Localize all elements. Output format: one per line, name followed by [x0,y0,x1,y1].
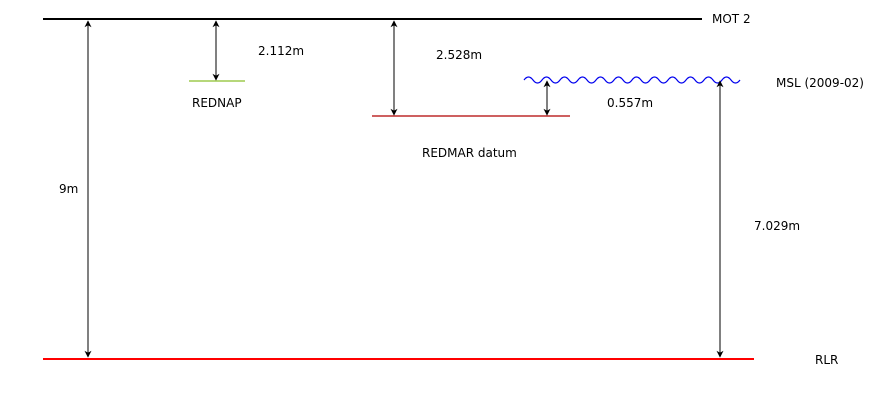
mot2-label: MOT 2 [712,12,751,26]
rednap-label: REDNAP [192,96,242,110]
mot2-to-redmar-label: 2.528m [436,48,482,62]
mot2-to-rednap-label: 2.112m [258,44,304,58]
redmar-to-msl-label: 0.557m [607,96,653,110]
mot2-to-rlr-label: 9m [59,182,78,196]
rlr-label: RLR [815,353,838,367]
rlr-to-msl-label: 7.029m [754,219,800,233]
msl-label: MSL (2009-02) [776,76,864,90]
msl-wave [523,76,741,84]
redmar-label: REDMAR datum [422,146,517,160]
